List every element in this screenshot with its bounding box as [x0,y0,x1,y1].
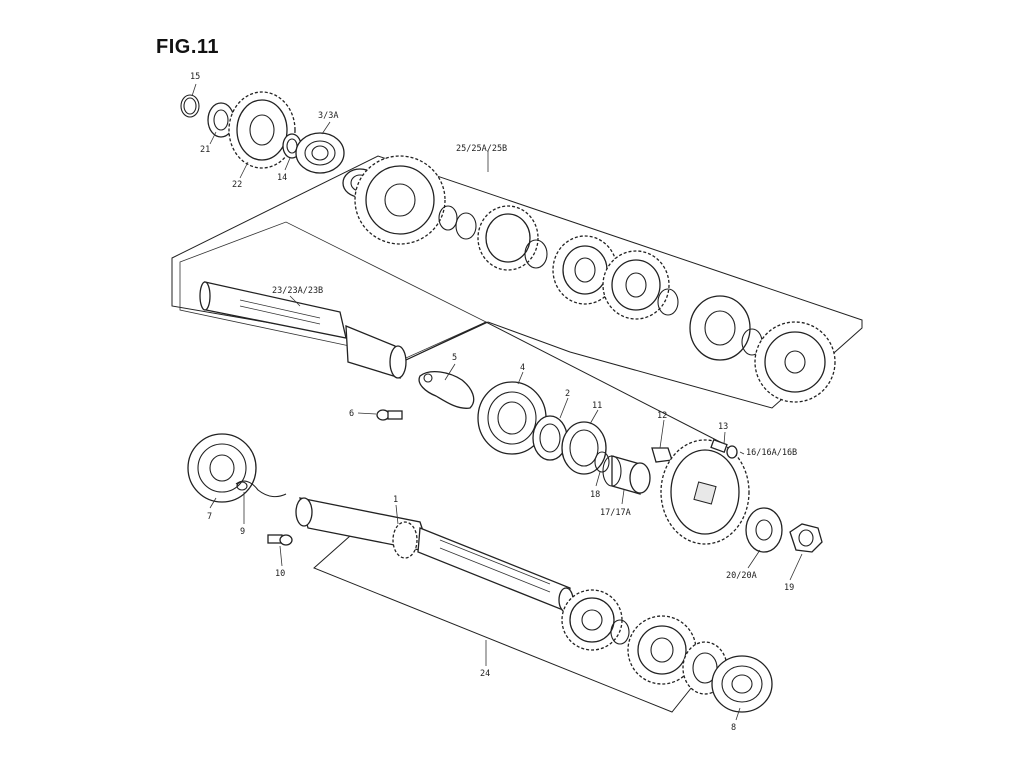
bearing-3 [295,132,345,174]
nut-19 [789,523,823,553]
leader-lines [191,83,803,721]
callout-8: 8 [731,723,736,733]
stopper-plate-5 [418,370,475,409]
spacer-17 [602,455,651,495]
figure-title: FIG.11 [156,36,220,58]
callout-2: 2 [565,389,570,399]
bearing-7 [187,433,257,503]
callout-22: 22 [232,180,242,190]
callout-7: 7 [207,512,212,522]
callout-16: 16/16A/16B [746,448,797,458]
callout-5: 5 [452,353,457,363]
callout-20: 20/20A [726,571,757,581]
callout-10: 10 [275,569,285,579]
callout-24: 24 [480,669,490,679]
callout-19: 19 [784,583,794,593]
gear-22 [228,91,296,169]
washer-20 [745,507,783,553]
group-outline-middle [405,321,725,445]
lock-washer-12 [651,447,673,463]
callout-13: 13 [718,422,728,432]
bolt-10 [267,534,293,546]
main-shaft-1 [295,497,574,613]
stopper-9 [235,480,287,498]
callout-25: 25/25A/25B [456,144,507,154]
o-ring-18 [594,451,610,473]
callout-3: 3/3A [318,111,338,121]
group-outline-24 [313,535,697,713]
counter-shaft-23 [199,281,407,379]
callout-23: 23/23A/23B [272,286,323,296]
callout-12: 12 [657,411,667,421]
callout-6: 6 [349,409,354,419]
callout-17: 17/17A [600,508,631,518]
sprocket-16 [660,439,750,545]
oil-seal-2 [532,415,568,461]
callout-11: 11 [592,401,602,411]
callout-4: 4 [520,363,525,373]
bearing-4 [477,381,547,455]
group-outline-23 [179,221,487,359]
bolt-6 [376,409,403,421]
callout-21: 21 [200,145,210,155]
callout-15: 15 [190,72,200,82]
gear-stack-24 [561,589,728,695]
circlip-15 [180,94,200,118]
bolt-13 [710,439,738,459]
callout-9: 9 [240,527,245,537]
callout-1: 1 [393,495,398,505]
gear-stack-25 [342,155,836,403]
callout-14: 14 [277,173,287,183]
oil-seal-11 [561,421,607,475]
bearing-8 [711,655,773,713]
callout-18: 18 [590,490,600,500]
